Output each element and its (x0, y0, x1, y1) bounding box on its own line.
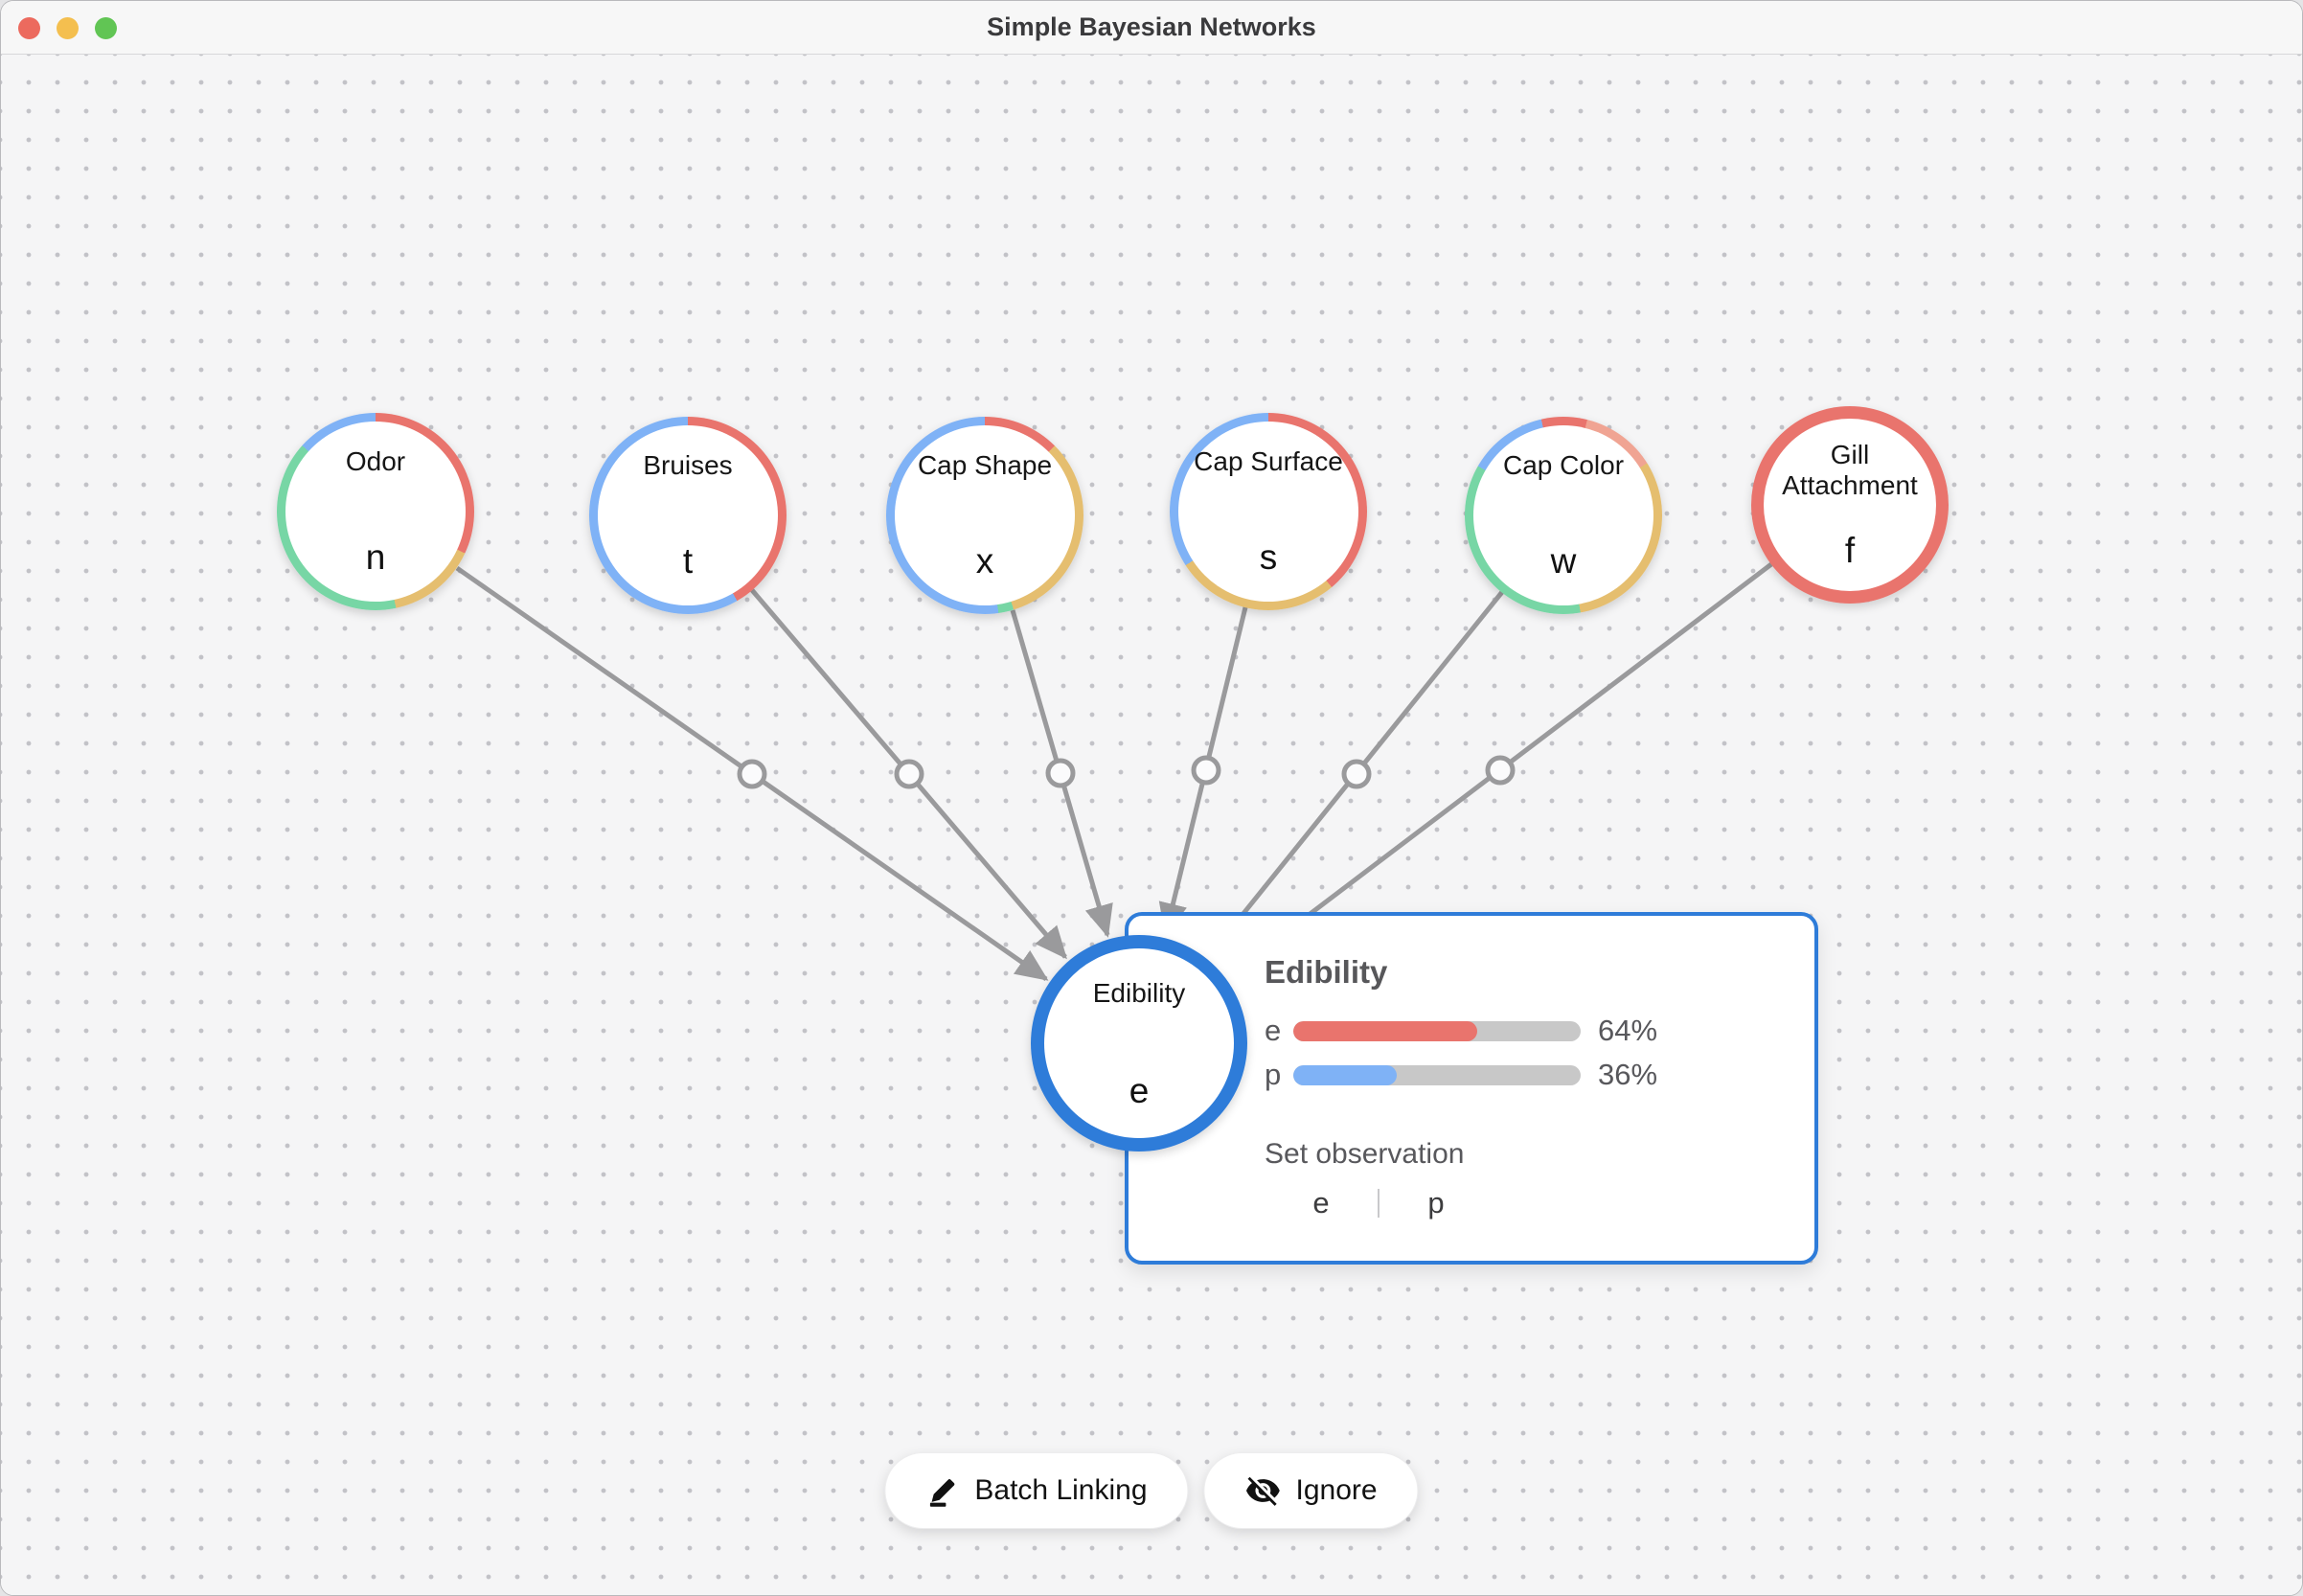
node-label: Cap Surface (1194, 446, 1343, 477)
probability-label: e (1265, 1014, 1282, 1047)
edge-handle-bruises[interactable] (894, 759, 924, 789)
ignore-label: Ignore (1295, 1474, 1378, 1506)
probability-track (1293, 1064, 1581, 1085)
node-cap-color-body (1473, 425, 1653, 605)
panel-title: Edibility (1265, 954, 1388, 990)
probability-label: p (1265, 1058, 1282, 1091)
probability-value: 36% (1598, 1058, 1658, 1091)
probability-fill-e (1293, 1020, 1477, 1041)
node-bruises-body (598, 425, 778, 605)
node-edibility-body (1044, 948, 1234, 1138)
node-bruises[interactable]: Bruises t (589, 417, 787, 614)
node-odor-body (285, 422, 466, 602)
observation-option-e[interactable]: e (1312, 1186, 1330, 1220)
node-label: Cap Shape (917, 450, 1053, 481)
node-label: Cap Color (1502, 450, 1625, 481)
node-cap-surface[interactable]: Cap Surface s (1170, 413, 1367, 610)
zoom-button[interactable] (95, 16, 117, 39)
node-state: w (1550, 540, 1577, 581)
edge-handle-odor[interactable] (737, 759, 767, 789)
probability-track (1293, 1020, 1581, 1041)
edge-handle-cap-color[interactable] (1341, 759, 1372, 789)
graph-canvas[interactable] (1, 55, 2302, 1595)
minimize-button[interactable] (57, 16, 79, 39)
observation-options: e p (1265, 1186, 1493, 1220)
node-label: Gill Attachment (1782, 440, 1918, 501)
edge-handle-cap-surface[interactable] (1191, 755, 1221, 786)
node-label: Edibility (1092, 978, 1186, 1009)
node-label: Odor (345, 446, 406, 477)
traffic-lights (18, 1, 117, 55)
bottom-toolbar: Batch Linking Ignore (884, 1452, 1419, 1529)
batch-linking-button[interactable]: Batch Linking (884, 1452, 1189, 1529)
probability-value: 64% (1598, 1014, 1658, 1047)
ignore-button[interactable]: Ignore (1203, 1452, 1419, 1529)
node-cap-surface-body (1178, 422, 1358, 602)
node-cap-shape[interactable]: Cap Shape x (886, 417, 1083, 614)
node-state: e (1129, 1071, 1150, 1111)
node-state: n (365, 536, 386, 577)
close-button[interactable] (18, 16, 40, 39)
window-title: Simple Bayesian Networks (987, 12, 1316, 41)
set-observation-label: Set observation (1265, 1138, 1465, 1170)
observation-option-p[interactable]: p (1427, 1186, 1445, 1220)
node-label: Bruises (643, 450, 733, 481)
node-edibility[interactable]: Edibility e (1031, 935, 1247, 1151)
node-gill-attachment-body (1764, 419, 1936, 591)
node-state: t (682, 540, 694, 581)
edge-handle-gill-attachment[interactable] (1485, 755, 1516, 786)
node-gill-attachment[interactable]: Gill Attachment f (1751, 406, 1949, 604)
pencil-edit-icon (925, 1473, 960, 1508)
node-state: x (975, 540, 994, 581)
node-state: s (1259, 536, 1278, 577)
title-bar[interactable]: Simple Bayesian Networks (1, 1, 2302, 55)
node-odor[interactable]: Odor n (277, 413, 474, 610)
probability-fill-p (1293, 1064, 1397, 1085)
probability-row-p: p 36% (1265, 1058, 1658, 1091)
node-cap-shape-body (895, 425, 1075, 605)
observation-divider (1378, 1189, 1380, 1218)
batch-linking-label: Batch Linking (974, 1474, 1148, 1506)
node-cap-color[interactable]: Cap Color w (1465, 417, 1662, 614)
edge-handle-cap-shape[interactable] (1045, 758, 1076, 788)
eye-off-icon (1245, 1472, 1282, 1509)
node-state: f (1844, 530, 1856, 570)
probability-row-e: e 64% (1265, 1014, 1658, 1047)
